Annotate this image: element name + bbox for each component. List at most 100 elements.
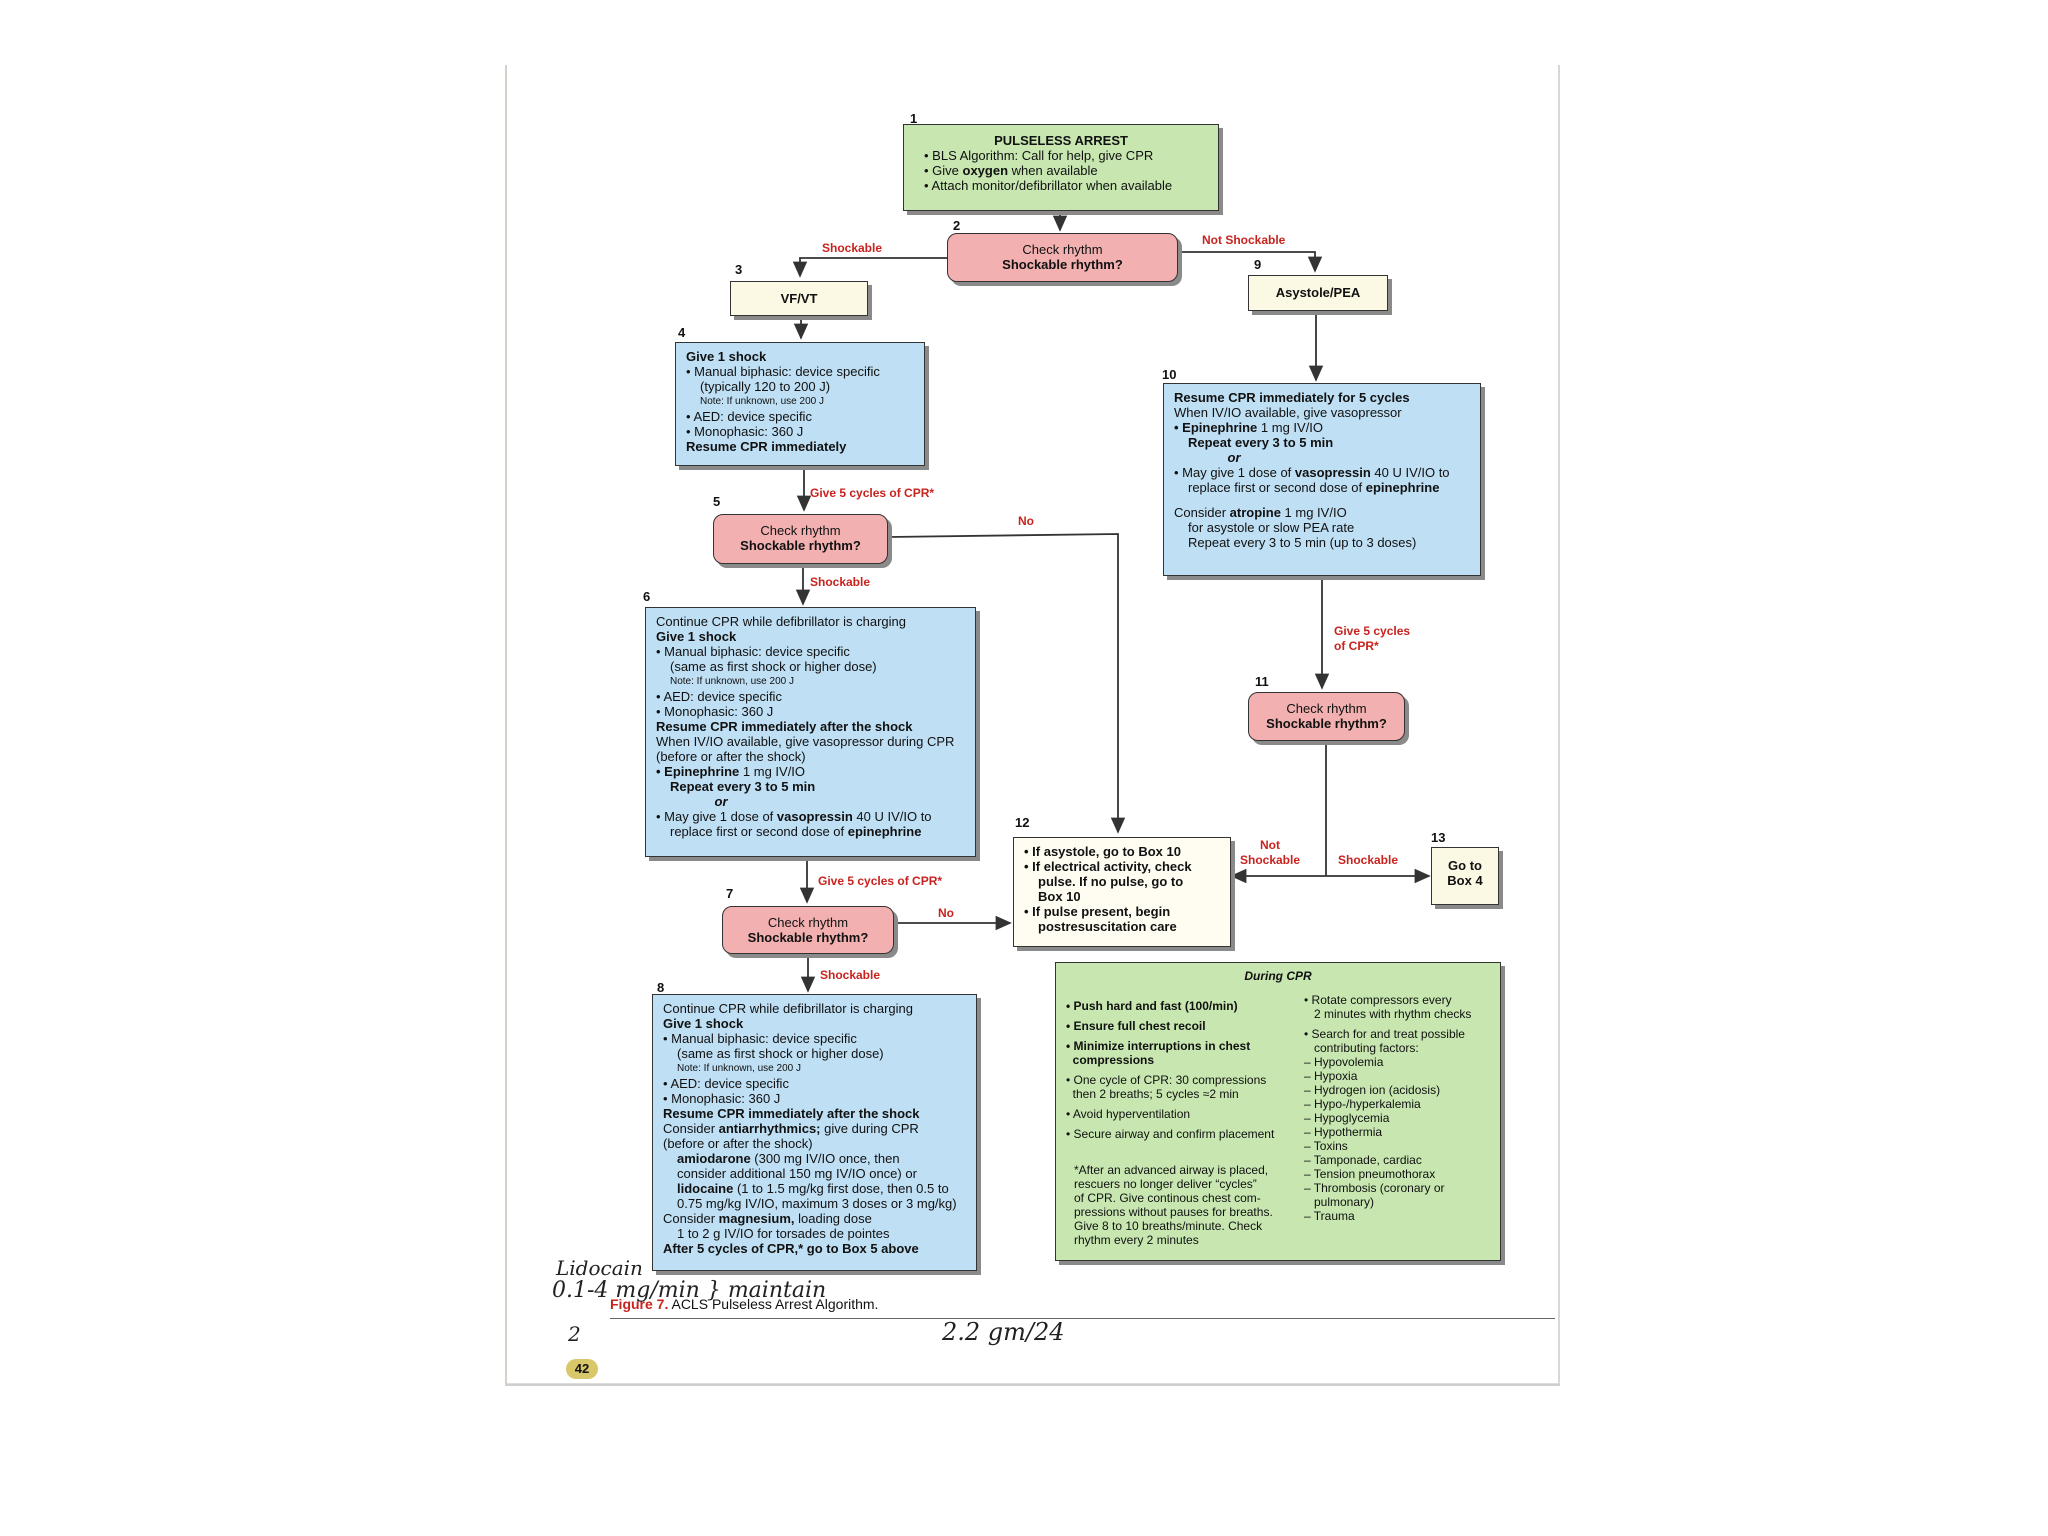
- shockable-question: Shockable rhythm?: [1002, 257, 1123, 272]
- box-8-line: 1 to 2 g IV/IO for torsades de pointes: [677, 1226, 890, 1241]
- label-not-shockable: Not Shockable: [1202, 233, 1286, 247]
- figure-caption: Figure 7. ACLS Pulseless Arrest Algorith…: [610, 1296, 878, 1312]
- box-6-line: • AED: device specific: [656, 689, 782, 704]
- box-12-number: 12: [1015, 815, 1030, 830]
- label-shockable-11: Shockable: [1338, 853, 1399, 867]
- during-cpr-factor: – Tamponade, cardiac: [1304, 1153, 1422, 1167]
- arrow-2-9: [1178, 251, 1323, 273]
- page-edge-left: [505, 65, 507, 1385]
- label-no: No: [1018, 514, 1034, 528]
- during-cpr-factor: contributing factors:: [1314, 1041, 1419, 1055]
- label-not-shockable-11: Not Shockable: [1240, 838, 1301, 867]
- during-cpr-factor: – Hypothermia: [1304, 1125, 1383, 1139]
- shockable-question: Shockable rhythm?: [740, 538, 861, 553]
- box-11-number: 11: [1255, 674, 1269, 689]
- handwritten-note: Lidocain: [556, 1256, 643, 1280]
- during-cpr-note-line: *After an advanced airway is placed,: [1074, 1163, 1269, 1177]
- box-10-line: Repeat every 3 to 5 min (up to 3 doses): [1188, 535, 1417, 550]
- box-pulseless-arrest: PULSELESS ARREST • BLS Algorithm: Call f…: [903, 124, 1219, 211]
- box-12-line: • If pulse present, begin: [1024, 904, 1171, 919]
- during-cpr-item: compressions: [1066, 1053, 1155, 1067]
- box-6-line: Give 1 shock: [656, 629, 737, 644]
- box-check-rhythm-7: Check rhythm Shockable rhythm?: [722, 906, 894, 954]
- check-rhythm-text: Check rhythm: [767, 915, 849, 930]
- box-8-note: Note: If unknown, use 200 J: [677, 1063, 801, 1074]
- during-cpr-factor: – Toxins: [1304, 1139, 1348, 1153]
- box-6-or: or: [714, 794, 728, 809]
- box-8-number: 8: [657, 980, 665, 995]
- box-6-line: Resume CPR immediately after the shock: [656, 719, 913, 734]
- during-cpr-factor: • Rotate compressors every: [1304, 993, 1452, 1007]
- during-cpr-factor: – Trauma: [1304, 1209, 1355, 1223]
- page-edge-right: [1558, 65, 1560, 1385]
- check-rhythm-text: Check rhythm: [760, 523, 841, 538]
- box-6-line: • Manual biphasic: device specific: [656, 644, 850, 659]
- figure-title: ACLS Pulseless Arrest Algorithm.: [668, 1296, 879, 1312]
- box-6-line: replace first or second dose of epinephr…: [670, 824, 922, 839]
- box-4-line: • Monophasic: 360 J: [686, 424, 804, 439]
- box-4-number: 4: [678, 325, 686, 340]
- box-asystole-instructions: • If asystole, go to Box 10 • If electri…: [1013, 837, 1231, 947]
- label-give-5-cycles: Give 5 cycles of CPR*: [810, 486, 935, 500]
- box-4-line: • Manual biphasic: device specific: [686, 364, 880, 379]
- box-5-number: 5: [713, 494, 721, 509]
- box-during-cpr: During CPR • Push hard and fast (100/min…: [1055, 962, 1501, 1261]
- box-10-line: Repeat every 3 to 5 min: [1188, 435, 1334, 450]
- box-3-number: 3: [735, 262, 743, 277]
- during-cpr-factor: – Hypo-/hyperkalemia: [1304, 1097, 1421, 1111]
- check-rhythm-text: Check rhythm: [1022, 242, 1103, 257]
- box-7-number: 7: [726, 886, 734, 901]
- caption-rule: [610, 1318, 1555, 1319]
- during-cpr-item: • Minimize interruptions in chest: [1066, 1039, 1251, 1053]
- during-cpr-note-line: rhythm every 2 minutes: [1074, 1233, 1199, 1247]
- box-check-rhythm-2: Check rhythm Shockable rhythm?: [947, 233, 1178, 282]
- label-shockable: Shockable: [822, 241, 883, 255]
- during-cpr-note: *After an advanced airway is placed,resc…: [1074, 1163, 1298, 1247]
- during-cpr-note-line: pressions without pauses for breaths.: [1074, 1205, 1273, 1219]
- label-give-5-cycles-right: Give 5 cycles of CPR*: [1334, 624, 1411, 653]
- box-6-note: Note: If unknown, use 200 J: [670, 676, 794, 687]
- during-cpr-item: • One cycle of CPR: 30 compressions: [1066, 1073, 1267, 1087]
- box-4-line: • AED: device specific: [686, 409, 812, 424]
- arrow-2-3: [792, 257, 948, 278]
- box-8-line: • Manual biphasic: device specific: [663, 1031, 857, 1046]
- box-give-1-shock: Give 1 shock • Manual biphasic: device s…: [675, 342, 925, 466]
- box-8-line: • Monophasic: 360 J: [663, 1091, 781, 1106]
- during-cpr-factor: – Hypovolemia: [1304, 1055, 1384, 1069]
- during-cpr-item: • Ensure full chest recoil: [1066, 1019, 1206, 1033]
- handwritten-note: 2: [568, 1322, 581, 1346]
- box-6-line: • Epinephrine 1 mg IV/IO: [656, 764, 806, 779]
- during-cpr-note-line: Give 8 to 10 breaths/minute. Check: [1074, 1219, 1263, 1233]
- shockable-question: Shockable rhythm?: [747, 930, 869, 945]
- box-1-title: PULSELESS ARREST: [994, 133, 1128, 148]
- box-12-line: postresuscitation care: [1038, 919, 1177, 934]
- during-cpr-factor: pulmonary): [1314, 1195, 1375, 1209]
- box-8-line: consider additional 150 mg IV/IO once) o…: [677, 1166, 917, 1181]
- box-10-number: 10: [1162, 367, 1177, 382]
- label-shockable-7: Shockable: [820, 968, 881, 982]
- box-check-rhythm-5: Check rhythm Shockable rhythm?: [713, 514, 888, 564]
- box-6-line: Continue CPR while defibrillator is char…: [656, 614, 907, 629]
- box-6-line: • May give 1 dose of vasopressin 40 U IV…: [656, 809, 932, 824]
- handwritten-note: 0.1-4 mg/min } maintain: [552, 1278, 827, 1303]
- box-12-line: Box 10: [1038, 889, 1081, 904]
- during-cpr-factor: – Tension pneumothorax: [1304, 1167, 1436, 1181]
- box-resume-cpr: Resume CPR immediately for 5 cycles When…: [1163, 383, 1481, 576]
- box-8-line: Continue CPR while defibrillator is char…: [663, 1001, 914, 1016]
- during-cpr-left-column: • Push hard and fast (100/min) • Ensure f…: [1066, 999, 1298, 1141]
- box-8-line: lidocaine (1 to 1.5 mg/kg first dose, th…: [677, 1181, 949, 1196]
- box-9-number: 9: [1254, 257, 1262, 272]
- box-6-number: 6: [643, 589, 651, 604]
- box-8-line: Resume CPR immediately after the shock: [663, 1106, 920, 1121]
- box-1-number: 1: [910, 111, 918, 126]
- during-cpr-item: • Push hard and fast (100/min): [1066, 999, 1238, 1013]
- arrow-5-12: [887, 533, 1126, 834]
- label-shockable: Shockable: [810, 575, 871, 589]
- box-8-line: amiodarone (300 mg IV/IO once, then: [677, 1151, 900, 1166]
- box-1-line: • BLS Algorithm: Call for help, give CPR: [924, 148, 1154, 163]
- page-edge-bottom: [505, 1384, 1560, 1386]
- box-12-line: pulse. If no pulse, go to: [1038, 874, 1184, 889]
- during-cpr-item: then 2 breaths; 5 cycles ≈2 min: [1066, 1087, 1239, 1101]
